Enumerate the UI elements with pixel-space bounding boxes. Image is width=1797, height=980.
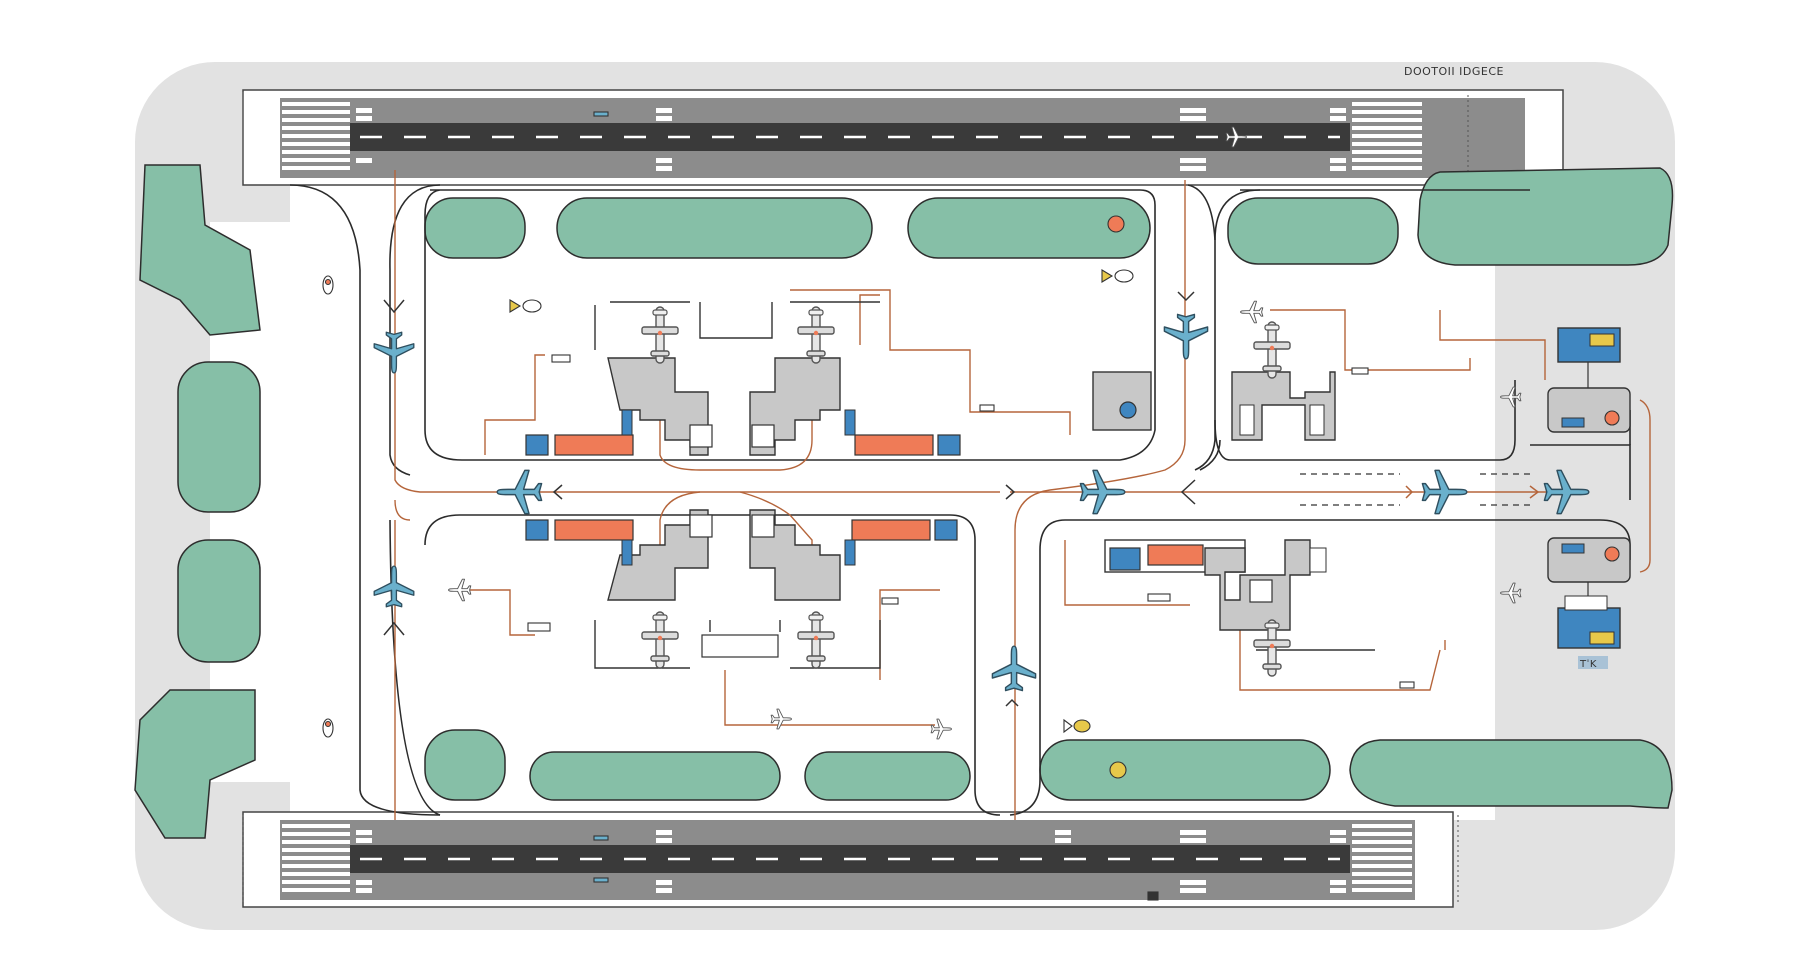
ground-vehicle-icon	[1109, 761, 1127, 779]
ground-vehicle-icon	[1063, 718, 1073, 734]
runway-north	[242, 89, 1564, 186]
map-title-label: DOOTOII IDGECE	[1404, 65, 1504, 78]
ground-markers	[322, 111, 1415, 901]
terminal-east-north	[1092, 371, 1336, 441]
terminal-west-south	[525, 509, 958, 658]
dashed-approach-lines	[1300, 473, 1530, 506]
corner-code-badge	[1578, 656, 1608, 669]
control-unit-icon	[1547, 537, 1631, 583]
corner-code-label: TˈK	[1579, 659, 1597, 670]
terminal-east-south	[1104, 539, 1327, 631]
ground-vehicle-icon	[1107, 215, 1125, 233]
terminal-west-north	[525, 357, 961, 456]
gate-frames	[594, 301, 1375, 669]
ground-vehicle-icon	[509, 299, 522, 313]
ground-vehicle-icon	[1101, 269, 1114, 283]
grass-areas	[134, 164, 1674, 839]
runway-south	[242, 811, 1459, 908]
control-units	[1547, 327, 1631, 649]
control-unit-icon	[1547, 387, 1631, 433]
guide-lines	[394, 170, 1651, 820]
direction-arrows	[383, 291, 1540, 707]
